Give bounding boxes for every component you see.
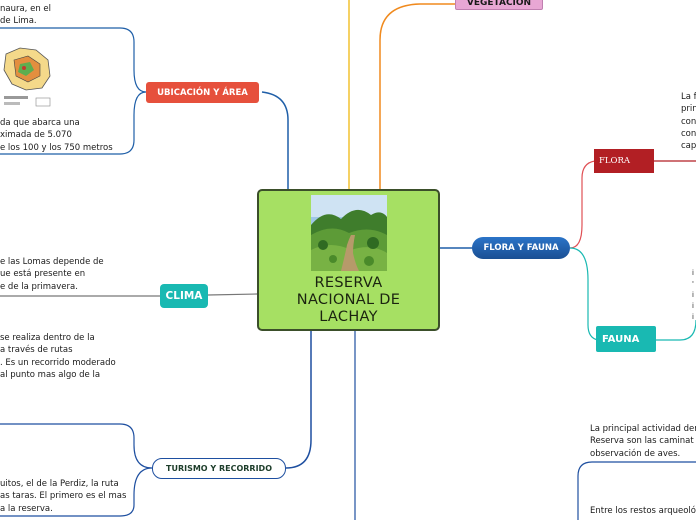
note-fauna-letters: i ' i i i — [692, 269, 694, 321]
edge-fauna-out — [656, 319, 696, 341]
edge-right-lower — [577, 461, 696, 520]
central-node[interactable]: RESERVA NACIONAL DE LACHAY — [257, 189, 440, 331]
edge-vegetacion — [379, 3, 458, 189]
edge-turismo — [285, 331, 312, 469]
edge-turismo-branches — [0, 423, 153, 517]
note-actividad: La principal actividad den Reserva son l… — [590, 424, 696, 459]
note-turismo-top: se realiza dentro de la a través de ruta… — [0, 333, 116, 380]
topic-ubicacion-label: UBICACIÓN Y ÁREA — [157, 87, 248, 98]
note-turismo-bottom: uitos, el de la Perdiz, la ruta as taras… — [0, 479, 127, 514]
edge-flora — [569, 160, 596, 249]
note-flora-text: La f prin con con cap — [681, 92, 696, 152]
map-thumbnail — [0, 40, 60, 112]
central-title: RESERVA NACIONAL DE LACHAY — [296, 275, 401, 325]
landscape-photo — [311, 195, 387, 271]
topic-flora-fauna-label: FLORA Y FAUNA — [483, 243, 559, 253]
edge-ubicacion — [261, 91, 289, 189]
edge-clima — [207, 293, 258, 296]
topic-clima[interactable]: CLIMA — [160, 284, 208, 308]
topic-fauna[interactable]: FAUNA — [596, 326, 656, 352]
topic-turismo-label: TURISMO Y RECORRIDO — [165, 464, 272, 473]
topic-flora[interactable]: FLORA — [594, 149, 654, 173]
note-ubicacion-bottom: da que abarca una ximada de 5.070 e los … — [0, 118, 113, 153]
topic-flora-label: FLORA — [599, 156, 631, 166]
topic-fauna-label: FAUNA — [602, 333, 640, 345]
edge-fauna — [569, 247, 599, 341]
topic-ubicacion[interactable]: UBICACIÓN Y ÁREA — [146, 82, 259, 103]
topic-clima-label: CLIMA — [165, 290, 203, 302]
note-restos: Entre los restos arqueoló — [590, 506, 696, 516]
topic-vegetacion[interactable]: VEGETACIÓN — [455, 0, 543, 10]
note-ubicacion-top: naura, en el de Lima. — [0, 4, 51, 27]
topic-vegetacion-label: VEGETACIÓN — [466, 0, 532, 8]
note-clima: e las Lomas depende de ue está presente … — [0, 257, 104, 292]
edge-ubicacion-branches — [0, 27, 147, 155]
topic-turismo[interactable]: TURISMO Y RECORRIDO — [152, 458, 286, 479]
topic-flora-fauna[interactable]: FLORA Y FAUNA — [472, 237, 570, 259]
